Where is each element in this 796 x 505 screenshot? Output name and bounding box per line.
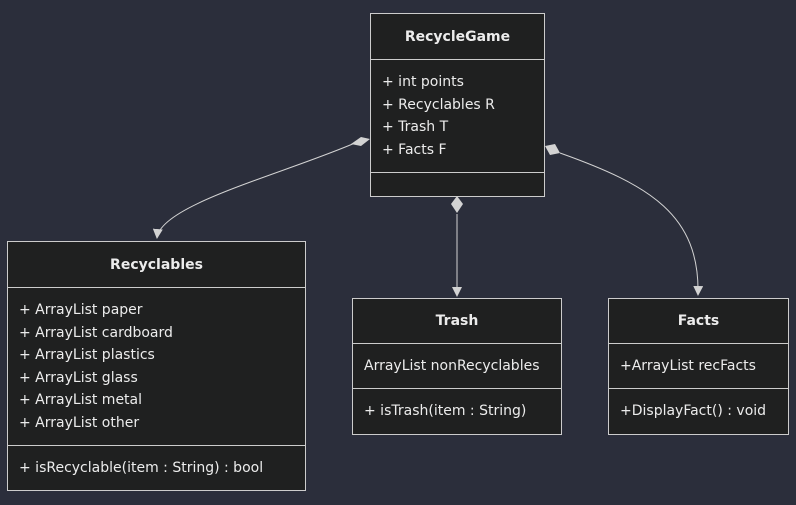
edge-recyclegame-trash: [451, 196, 463, 297]
method: +DisplayFact() : void: [620, 403, 767, 419]
class-name: Facts: [609, 299, 788, 344]
composition-diamond: [351, 137, 370, 146]
composition-diamond: [451, 196, 463, 213]
attribute: + ArrayList glass: [19, 369, 138, 386]
method: + isTrash(item : String): [364, 403, 527, 419]
class-name: RecycleGame: [371, 14, 544, 60]
methods-section: +DisplayFact() : void: [609, 389, 788, 423]
attribute: + ArrayList plastics: [19, 347, 155, 364]
class-name: Recyclables: [8, 242, 305, 288]
composition-diamond: [545, 144, 560, 155]
attribute: + int points: [382, 74, 464, 90]
class-recyclegame[interactable]: RecycleGame + int points + Recyclables R…: [370, 13, 545, 197]
class-name: Trash: [353, 299, 561, 344]
attribute: +ArrayList recFacts: [620, 358, 756, 374]
edge-recyclegame-recyclables: [152, 137, 370, 239]
methods-section: + isRecyclable(item : String) : bool: [8, 446, 305, 480]
attribute: + ArrayList other: [19, 414, 140, 431]
class-facts[interactable]: Facts +ArrayList recFacts +DisplayFact()…: [608, 298, 789, 435]
attribute: ArrayList nonRecyclables: [364, 358, 540, 374]
edge-recyclegame-facts: [545, 144, 704, 296]
class-trash[interactable]: Trash ArrayList nonRecyclables + isTrash…: [352, 298, 562, 435]
method: + isRecyclable(item : String) : bool: [19, 460, 264, 476]
attributes-section: +ArrayList recFacts: [609, 344, 788, 389]
attribute: + Facts F: [382, 141, 447, 158]
attributes-section: + int points + Recyclables R + Trash T +…: [371, 60, 544, 173]
attribute: + ArrayList metal: [19, 392, 143, 409]
attribute: + ArrayList paper: [19, 302, 143, 318]
attributes-section: + ArrayList paper + ArrayList cardboard …: [8, 288, 305, 446]
class-recyclables[interactable]: Recyclables + ArrayList paper + ArrayLis…: [7, 241, 306, 491]
methods-section: + isTrash(item : String): [353, 389, 561, 423]
attribute: + ArrayList cardboard: [19, 324, 173, 341]
attribute: + Trash T: [382, 119, 449, 136]
attribute: + Recyclables R: [382, 96, 495, 113]
attributes-section: ArrayList nonRecyclables: [353, 344, 561, 389]
